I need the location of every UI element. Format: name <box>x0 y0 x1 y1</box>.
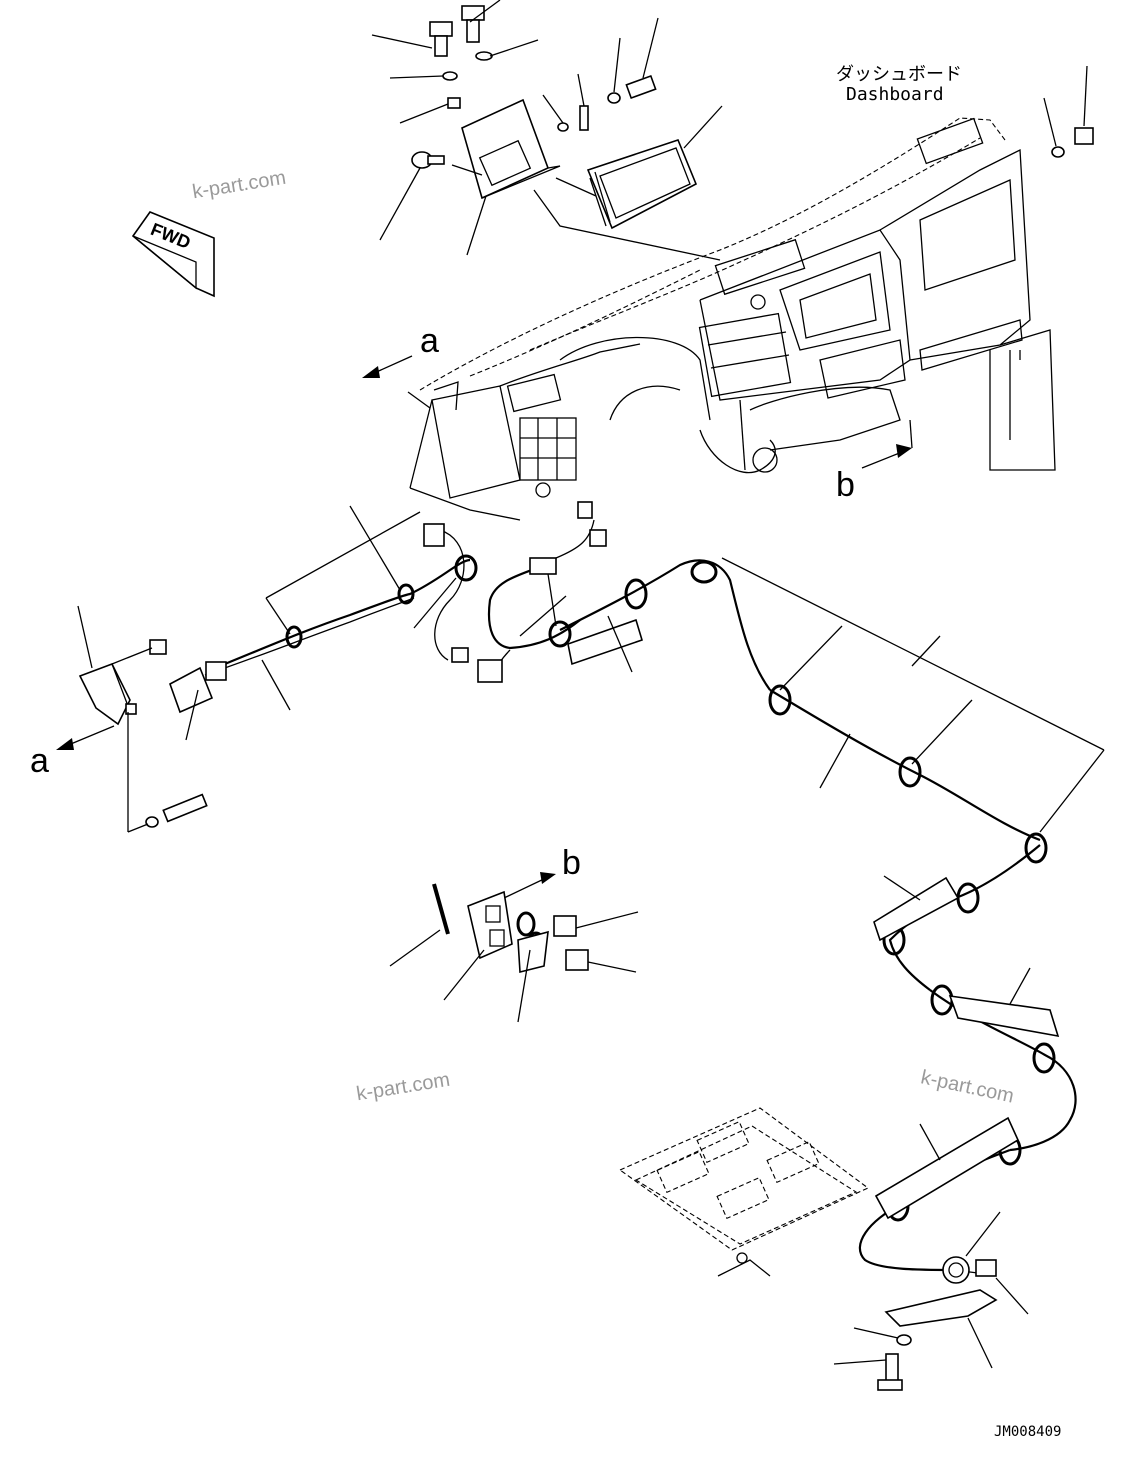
controller-unit <box>586 139 698 230</box>
view-b-label-center: b <box>562 844 581 882</box>
floor-plate <box>618 1107 870 1277</box>
harness-tags <box>169 618 1060 1220</box>
bracket <box>461 98 561 200</box>
drawing-number: JM008409 <box>994 1424 1062 1440</box>
leader-lines-top <box>371 0 1088 256</box>
left-cover <box>77 605 208 833</box>
dashboard-label-en: Dashboard <box>846 84 944 105</box>
view-a-label-left: a <box>30 742 49 780</box>
dashboard-label-jp: ダッシュボード <box>836 64 962 85</box>
harness-leaders <box>185 505 1105 1315</box>
connectors <box>149 501 997 1284</box>
dashboard <box>409 117 1056 521</box>
view-b-label-right: b <box>836 466 855 504</box>
view-arrows <box>56 355 913 899</box>
view-a-label-top: a <box>420 322 439 360</box>
top-bolts <box>411 5 1094 169</box>
bottom-hardware <box>833 1289 998 1391</box>
switch-assembly <box>389 883 639 1023</box>
fwd-sign <box>131 211 215 298</box>
